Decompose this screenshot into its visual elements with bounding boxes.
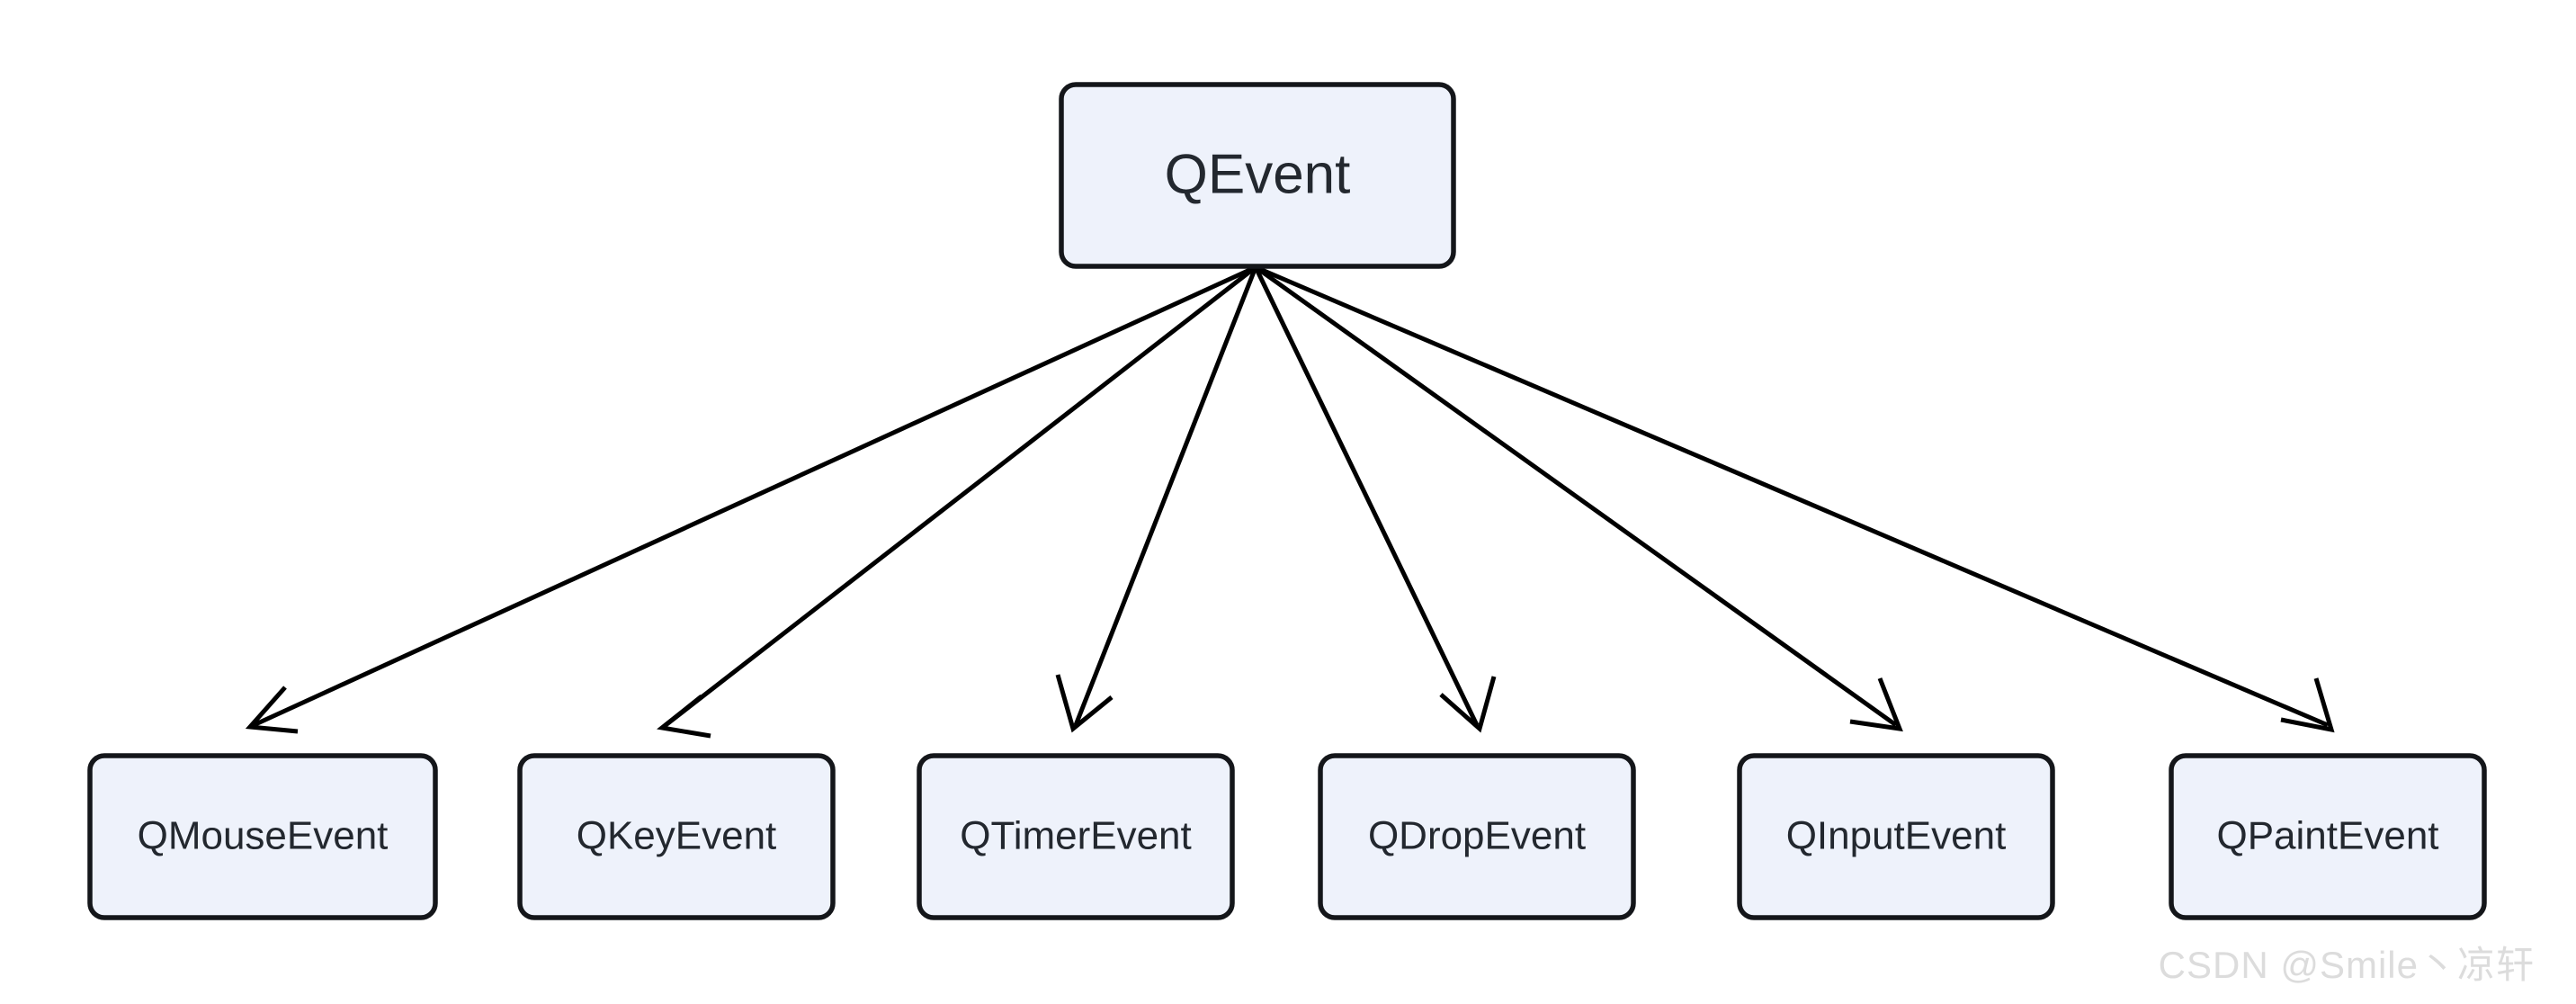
arrowhead-qmouseevent [245, 686, 299, 734]
node-qmouseevent-label: QMouseEvent [138, 814, 389, 858]
edge-qevent-to-qdropevent [1253, 265, 1497, 733]
arrowhead-qdropevent [1439, 676, 1497, 733]
node-qkeyevent-label: QKeyEvent [577, 814, 777, 858]
arrowhead-qtimerevent [1055, 674, 1114, 733]
edge-qevent-to-qinputevent [1254, 264, 1903, 732]
node-qdropevent[interactable]: QDropEvent [1318, 753, 1636, 920]
node-qdropevent-label: QDropEvent [1368, 814, 1586, 858]
edge-line-qinputevent [1254, 264, 1898, 728]
node-qdropevent-box[interactable] [1318, 753, 1636, 920]
edge-line-qpaintevent [1255, 264, 2329, 728]
node-qinputevent-box[interactable] [1737, 753, 2055, 920]
watermark-text: CSDN @Smile丶凉轩 [2158, 944, 2535, 986]
node-qtimerevent-box[interactable] [917, 753, 1235, 920]
edge-line-qkeyevent [664, 265, 1257, 727]
node-qmouseevent[interactable]: QMouseEvent [87, 753, 438, 920]
edge-qevent-to-qtimerevent [1055, 266, 1258, 733]
node-qpaintevent-box[interactable] [2169, 753, 2487, 920]
edge-qevent-to-qmouseevent [245, 264, 1257, 734]
edge-line-qdropevent [1253, 265, 1480, 727]
node-qmouseevent-box[interactable] [87, 753, 438, 920]
node-qevent[interactable]: QEvent [1059, 82, 1456, 269]
node-qpaintevent[interactable]: QPaintEvent [2169, 753, 2487, 920]
edge-group [245, 264, 2335, 739]
edge-qevent-to-qpaintevent [1255, 264, 2335, 733]
node-qinputevent[interactable]: QInputEvent [1737, 753, 2055, 920]
node-qinputevent-label: QInputEvent [1786, 814, 2007, 858]
node-qkeyevent[interactable]: QKeyEvent [517, 753, 836, 920]
node-qevent-box[interactable] [1059, 82, 1456, 269]
edge-line-qmouseevent [252, 264, 1257, 728]
node-qkeyevent-box[interactable] [517, 753, 836, 920]
node-qpaintevent-label: QPaintEvent [2216, 814, 2438, 858]
edge-line-qtimerevent [1073, 266, 1258, 726]
node-qtimerevent[interactable]: QTimerEvent [917, 753, 1235, 920]
node-qevent-label: QEvent [1165, 143, 1351, 205]
node-qtimerevent-label: QTimerEvent [960, 814, 1192, 858]
arrowhead-qinputevent [1849, 677, 1903, 732]
edge-qevent-to-qkeyevent [657, 265, 1257, 739]
arrowhead-qpaintevent [2280, 677, 2335, 733]
arrowhead-qkeyevent [657, 695, 711, 739]
